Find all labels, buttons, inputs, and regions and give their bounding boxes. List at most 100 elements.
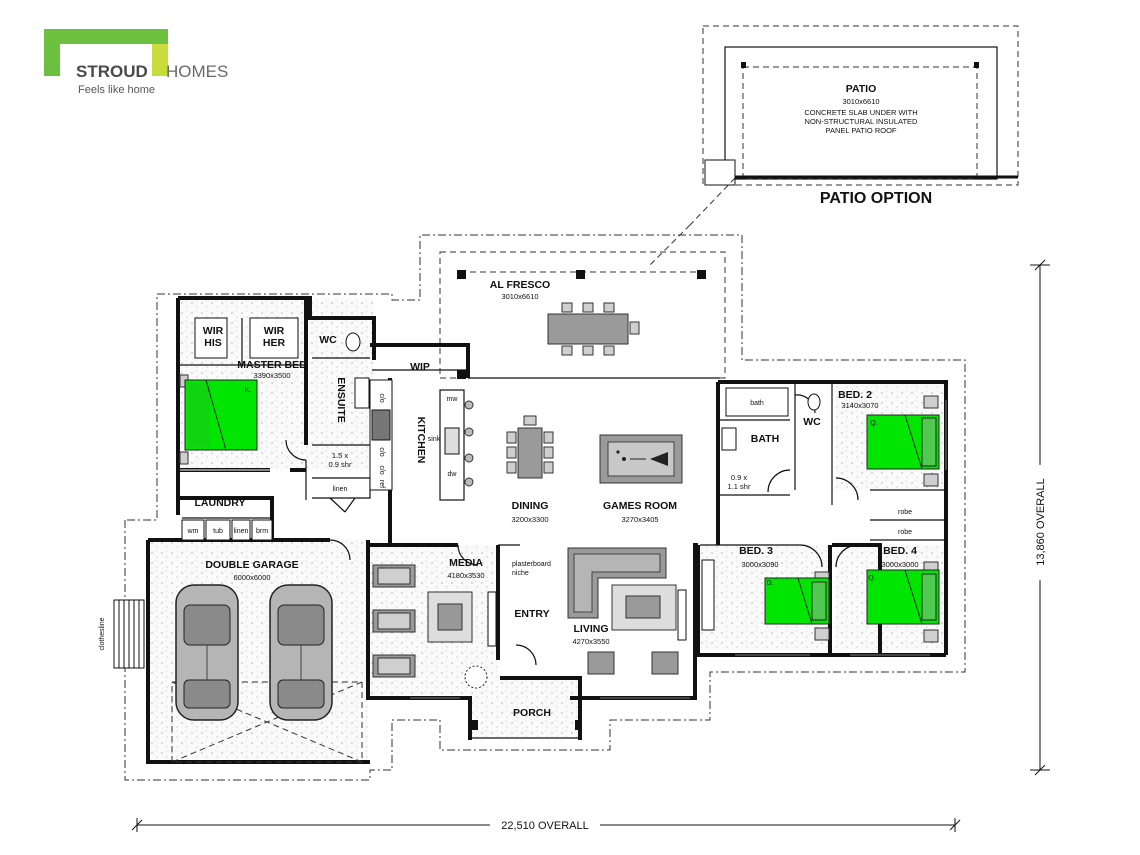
niche-line2: niche bbox=[512, 570, 529, 577]
logo-tagline: Feels like home bbox=[78, 84, 155, 96]
games-label: GAMES ROOM bbox=[603, 500, 677, 512]
patio-option: PATIO 3010x6610 CONCRETE SLAB UNDER WITH… bbox=[649, 25, 1019, 266]
bath-bed2: bath BATH 0.9 x 1.1 shr WC BED. 2 3140x3… bbox=[721, 387, 940, 536]
bed4-dims: 3000x3000 bbox=[881, 560, 918, 569]
bed2-code: Q. bbox=[870, 420, 877, 427]
bed3-label: BED. 3 bbox=[739, 545, 773, 557]
living-label: LIVING bbox=[573, 623, 608, 635]
width-overall-label: 22,510 OVERALL bbox=[501, 820, 588, 832]
bed4-bed: Q. bbox=[866, 561, 940, 643]
cooktop-icon bbox=[371, 409, 391, 441]
logo-mark-icon bbox=[44, 29, 168, 76]
wir-his-line2: HIS bbox=[204, 337, 222, 349]
ensuite-label: ENSUITE bbox=[335, 377, 347, 423]
logo-name-bold: STROUD bbox=[76, 62, 148, 81]
dishwasher-label: dw bbox=[448, 471, 458, 478]
tub-label: tub bbox=[213, 528, 223, 535]
alfresco-table bbox=[547, 302, 640, 356]
bed4-code: Q. bbox=[868, 575, 875, 582]
alfresco: AL FRESCO 3010x6610 bbox=[439, 251, 726, 379]
entry-label: ENTRY bbox=[514, 608, 549, 620]
bed3-bed4: BED. 3 3000x3090 robe D. BED. 4 3000x300… bbox=[701, 545, 940, 643]
kitchen-label: KITCHEN bbox=[415, 417, 427, 464]
laundry-label: LAUNDRY bbox=[195, 497, 246, 509]
fridge-label: ref bbox=[378, 480, 385, 488]
bed3-code: D. bbox=[767, 580, 774, 587]
clothesline-label: clothesline bbox=[99, 617, 106, 650]
wc2-label: WC bbox=[803, 416, 821, 428]
wir-his-line1: WIR bbox=[203, 325, 224, 337]
bed2-label: BED. 2 bbox=[838, 389, 872, 401]
bed3-dims: 3000x3090 bbox=[741, 560, 778, 569]
dining-label: DINING bbox=[512, 500, 549, 512]
patio-option-heading: PATIO OPTION bbox=[820, 190, 932, 207]
porch-label: PORCH bbox=[513, 707, 551, 719]
toilet-icon bbox=[345, 332, 361, 352]
media: MEDIA 4180x3530 bbox=[372, 557, 497, 689]
bath-shower-line2: 1.1 shr bbox=[728, 482, 751, 491]
ensuite-shower-line1: 1.5 x bbox=[332, 451, 349, 460]
patio-note-1: CONCRETE SLAB UNDER WITH bbox=[804, 108, 917, 117]
living-dims: 4270x3550 bbox=[572, 637, 609, 646]
bath-label: BATH bbox=[751, 433, 779, 445]
toilet-icon bbox=[807, 393, 821, 411]
car-right-icon bbox=[269, 584, 333, 721]
bed4-label: BED. 4 bbox=[883, 545, 917, 557]
stroud-homes-logo: STROUD HOMES Feels like home bbox=[44, 29, 228, 96]
tv-unit bbox=[487, 591, 497, 647]
plant-icon bbox=[464, 665, 488, 689]
dining-table bbox=[506, 415, 554, 479]
games-dims: 3270x3405 bbox=[621, 515, 658, 524]
depth-overall-label: 13,860 OVERALL bbox=[1035, 478, 1047, 565]
pool-table-icon bbox=[599, 434, 683, 484]
cupboard-2: c/o bbox=[378, 447, 385, 456]
overall-dimensions: 22,510 OVERALL 13,860 OVERALL bbox=[131, 259, 1050, 832]
entry-living: plasterboard niche ENTRY LIVING 4270x355… bbox=[472, 547, 687, 730]
kitchen: c/o c/o c/o ref KITCHEN mw sink dw bbox=[369, 379, 474, 501]
master-suite: WIR HIS WIR HER MASTER BED 3390x3500 K. … bbox=[179, 317, 430, 493]
wc-master-label: WC bbox=[319, 334, 337, 346]
cupboard-3: c/o bbox=[378, 465, 385, 474]
wip-label: WIP bbox=[410, 361, 430, 373]
robe-a-label: robe bbox=[898, 509, 912, 516]
dining-games: DINING 3200x3300 GAMES ROOM 3270x3405 bbox=[506, 415, 683, 524]
washing-machine-label: wm bbox=[187, 528, 199, 535]
bathtub-label: bath bbox=[750, 400, 764, 407]
master-bed: K. bbox=[179, 374, 258, 465]
basin-icon bbox=[721, 427, 737, 451]
vanity-icon bbox=[354, 377, 370, 409]
media-label: MEDIA bbox=[449, 557, 483, 569]
linen-label: linen bbox=[333, 486, 348, 493]
dining-dims: 3200x3300 bbox=[511, 515, 548, 524]
bed3-bed: D. bbox=[764, 571, 830, 641]
wir-her-line2: HER bbox=[263, 337, 286, 349]
kitchen-island: mw sink dw bbox=[428, 389, 474, 501]
logo-name-light: HOMES bbox=[166, 62, 228, 81]
master-dims: 3390x3500 bbox=[253, 371, 290, 380]
laundry-linen-label: linen bbox=[234, 528, 249, 535]
master-label: MASTER BED bbox=[237, 359, 307, 371]
garage: DOUBLE GARAGE 6000x6000 clothesline bbox=[99, 559, 363, 763]
ensuite-shower-line2: 0.9 shr bbox=[329, 460, 352, 469]
patio-note-3: PANEL PATIO ROOF bbox=[826, 126, 897, 135]
patio-note-2: NON-STRUCTURAL INSULATED bbox=[805, 117, 919, 126]
microwave-label: mw bbox=[447, 396, 459, 403]
living-sofa bbox=[567, 547, 667, 619]
eave-outline bbox=[124, 234, 966, 781]
wir-her-line1: WIR bbox=[264, 325, 285, 337]
niche-line1: plasterboard bbox=[512, 561, 551, 568]
garage-label: DOUBLE GARAGE bbox=[205, 559, 298, 571]
patio-label: PATIO bbox=[846, 83, 877, 95]
sink-label: sink bbox=[428, 436, 441, 443]
car-left-icon bbox=[175, 584, 239, 721]
master-bed-code: K. bbox=[245, 387, 252, 394]
media-dims: 4180x3530 bbox=[447, 571, 484, 580]
bed2-bed: Q. bbox=[866, 395, 940, 487]
alfresco-dims: 3010x6610 bbox=[501, 292, 538, 301]
clothesline-icon bbox=[113, 599, 145, 669]
alfresco-label: AL FRESCO bbox=[490, 279, 550, 291]
bath-shower-line1: 0.9 x bbox=[731, 473, 748, 482]
bed2-dims: 3140x3070 bbox=[841, 401, 878, 410]
cupboard-1: c/o bbox=[378, 393, 385, 402]
